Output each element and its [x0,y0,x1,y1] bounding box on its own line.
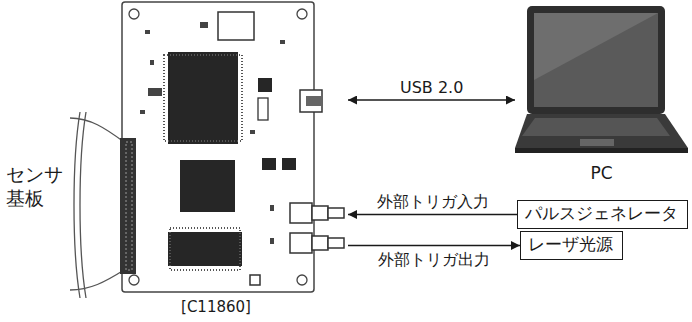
sma-connector [290,203,312,223]
circuit-board [122,2,314,292]
pc: PC [515,6,690,184]
signal-arrow [348,99,515,101]
component [140,110,145,114]
component [200,22,208,28]
chip [218,12,254,40]
edge-label: USB 2.0 [398,78,465,97]
box-label: レーザ光源 [528,234,615,254]
component [280,40,285,44]
component [145,30,150,34]
part-label: センサ 基板 [6,163,70,211]
usb-port [300,90,322,112]
device-box: レーザ光源 [520,231,623,260]
laptop-touchpad [580,139,614,146]
board-connector [120,138,136,274]
sma-connector [328,238,344,248]
edge-label: 外部トリガ出力 [376,250,492,269]
mount-hole [297,9,307,19]
main-chip [168,52,238,144]
mount-hole [297,275,307,285]
signal-arrow [348,245,520,247]
chip [282,158,296,170]
chip [258,78,272,92]
mount-hole [129,9,139,19]
connector-pins [126,142,132,270]
chip [180,160,235,212]
laptop-base [515,114,688,148]
signal-arrow [348,214,517,216]
component [270,238,274,244]
laptop-screen [534,13,658,107]
regulator [148,88,162,96]
board-module: [C11860] [120,0,348,322]
sma-connector [312,236,328,250]
box-label: パルスジェネレータ [525,203,680,223]
component [258,98,268,120]
edge-label: 外部トリガ入力 [375,192,491,211]
usb-port [306,96,322,106]
component [150,60,154,65]
figure-caption: PC [515,163,688,183]
sensor-board-edge [80,112,86,298]
sensor-board-edge [74,112,80,298]
laptop-keyboard [522,118,670,136]
chip-pins [164,55,242,141]
laptop-lid [527,6,665,114]
screen-glare [534,13,658,80]
figure-caption: [C11860] [120,298,312,316]
laptop-edge [515,148,688,153]
component [270,205,274,211]
sma-connector [290,233,312,253]
component [250,275,260,285]
component [250,130,255,134]
chip [262,158,276,170]
sma-connector [312,206,328,220]
chip-pins [170,228,240,270]
mount-hole [129,275,139,285]
sma-connector [328,208,344,218]
device-box: パルスジェネレータ [517,200,688,229]
memory-chip [168,232,242,266]
